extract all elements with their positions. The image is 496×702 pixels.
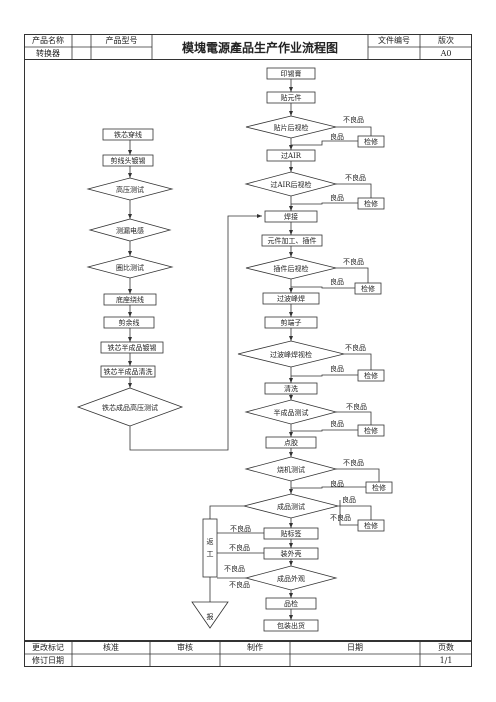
step-trim-pins: 剪端子 (281, 318, 302, 327)
version-label: 版次 (438, 36, 454, 45)
rework-label-1: 返 (207, 538, 214, 546)
repair-6: 检修 (372, 483, 386, 492)
step-semi-test: 半成品测试 (274, 408, 309, 417)
scrap-label: 报 (207, 612, 214, 621)
step-post-smt-inspect: 贴片后视检 (274, 123, 309, 132)
doc-no-label: 文件编号 (378, 36, 410, 45)
ng-label-1: 不良品 (343, 115, 364, 124)
good-label-6: 良品 (330, 479, 344, 488)
ng-label-rework-3: 不良品 (224, 564, 245, 573)
step-burn-in-test: 烧机测试 (277, 465, 305, 474)
left-step-cut-strip-tin: 剪线头镀锡 (111, 156, 146, 165)
footer-revise-date: 修订日期 (32, 656, 64, 665)
footer-page-value: 1/1 (439, 656, 453, 665)
left-step-hipot-test: 高压测试 (116, 185, 144, 194)
step-label: 贴标签 (281, 529, 302, 538)
step-smt: 贴元件 (281, 93, 302, 102)
product-model-label: 产品型号 (105, 36, 138, 45)
repair-3: 检修 (361, 284, 375, 293)
step-cleaning: 清洗 (284, 384, 298, 393)
product-name-label: 产品名称 (32, 36, 64, 45)
left-step-core-threading: 铁芯穿线 (114, 130, 142, 139)
footer-approve: 核准 (103, 643, 119, 652)
ng-label-rework-2: 不良品 (229, 543, 250, 552)
good-label-3: 良品 (330, 277, 344, 286)
repair-7: 检修 (364, 521, 378, 530)
ng-label-rework-1: 不良品 (230, 524, 251, 533)
step-post-insert-inspect: 插件后视检 (274, 264, 309, 273)
left-step-core-semi-tin: 铁芯半成品镀锡 (108, 343, 157, 352)
good-label-4: 良品 (330, 364, 344, 373)
good-label-5: 良品 (330, 419, 344, 428)
version-value: A0 (440, 49, 452, 58)
product-name-value: 转换器 (36, 49, 60, 58)
step-post-wave-inspect: 过波峰焊视检 (270, 350, 312, 359)
repair-2: 检修 (364, 199, 378, 208)
ng-label-3: 不良品 (343, 257, 364, 266)
repair-1: 检修 (364, 137, 378, 146)
step-dispense: 点胶 (284, 438, 298, 447)
step-reflow: 过AIR (281, 151, 302, 160)
footer-pages: 页数 (438, 643, 454, 652)
left-step-cut-excess: 剪余线 (119, 318, 140, 327)
footer-review: 审核 (177, 643, 193, 652)
ng-label-4: 不良品 (345, 343, 366, 352)
footer-make: 制作 (247, 643, 263, 652)
good-label-2: 良品 (330, 193, 344, 202)
repair-5: 检修 (364, 426, 378, 435)
left-step-ratio-test: 圈比测试 (116, 263, 144, 272)
step-wave-solder: 过波峰焊 (277, 294, 305, 303)
step-post-reflow-inspect: 过AIR后视检 (270, 180, 311, 189)
footer-date: 日期 (347, 643, 363, 652)
step-install-shell: 装外壳 (281, 549, 302, 558)
ng-label-7: 不良品 (330, 513, 351, 522)
good-label-1: 良品 (330, 132, 344, 141)
left-step-core-semi-clean: 铁芯半成品清洗 (104, 367, 153, 376)
footer-change-mark: 更改标记 (32, 643, 64, 652)
left-step-leakage-inductance: 测漏电感 (116, 226, 144, 235)
step-welding: 焊接 (284, 212, 298, 221)
ng-label-rework-4: 不良品 (229, 580, 250, 589)
left-step-core-final-hipot: 铁芯成品高压测试 (102, 403, 158, 412)
left-step-base-winding: 底座绕线 (116, 295, 144, 304)
page-title: 模塊電源產品生产作业流程图 (181, 40, 338, 55)
step-appearance: 成品外观 (277, 574, 305, 583)
step-qc: 品检 (284, 599, 298, 608)
ng-label-5: 不良品 (346, 402, 367, 411)
step-component-insert: 元件加工、插件 (268, 236, 317, 245)
rework-label-2: 工 (207, 550, 214, 558)
step-packing: 包装出货 (277, 621, 305, 630)
good-label-7: 良品 (342, 495, 356, 504)
step-solder-paste: 印锡膏 (281, 69, 302, 78)
step-final-test: 成品测试 (277, 502, 305, 511)
repair-4: 检修 (364, 371, 378, 380)
body-frame (24, 60, 472, 641)
ng-label-6: 不良品 (343, 458, 364, 467)
ng-label-2: 不良品 (345, 173, 366, 182)
